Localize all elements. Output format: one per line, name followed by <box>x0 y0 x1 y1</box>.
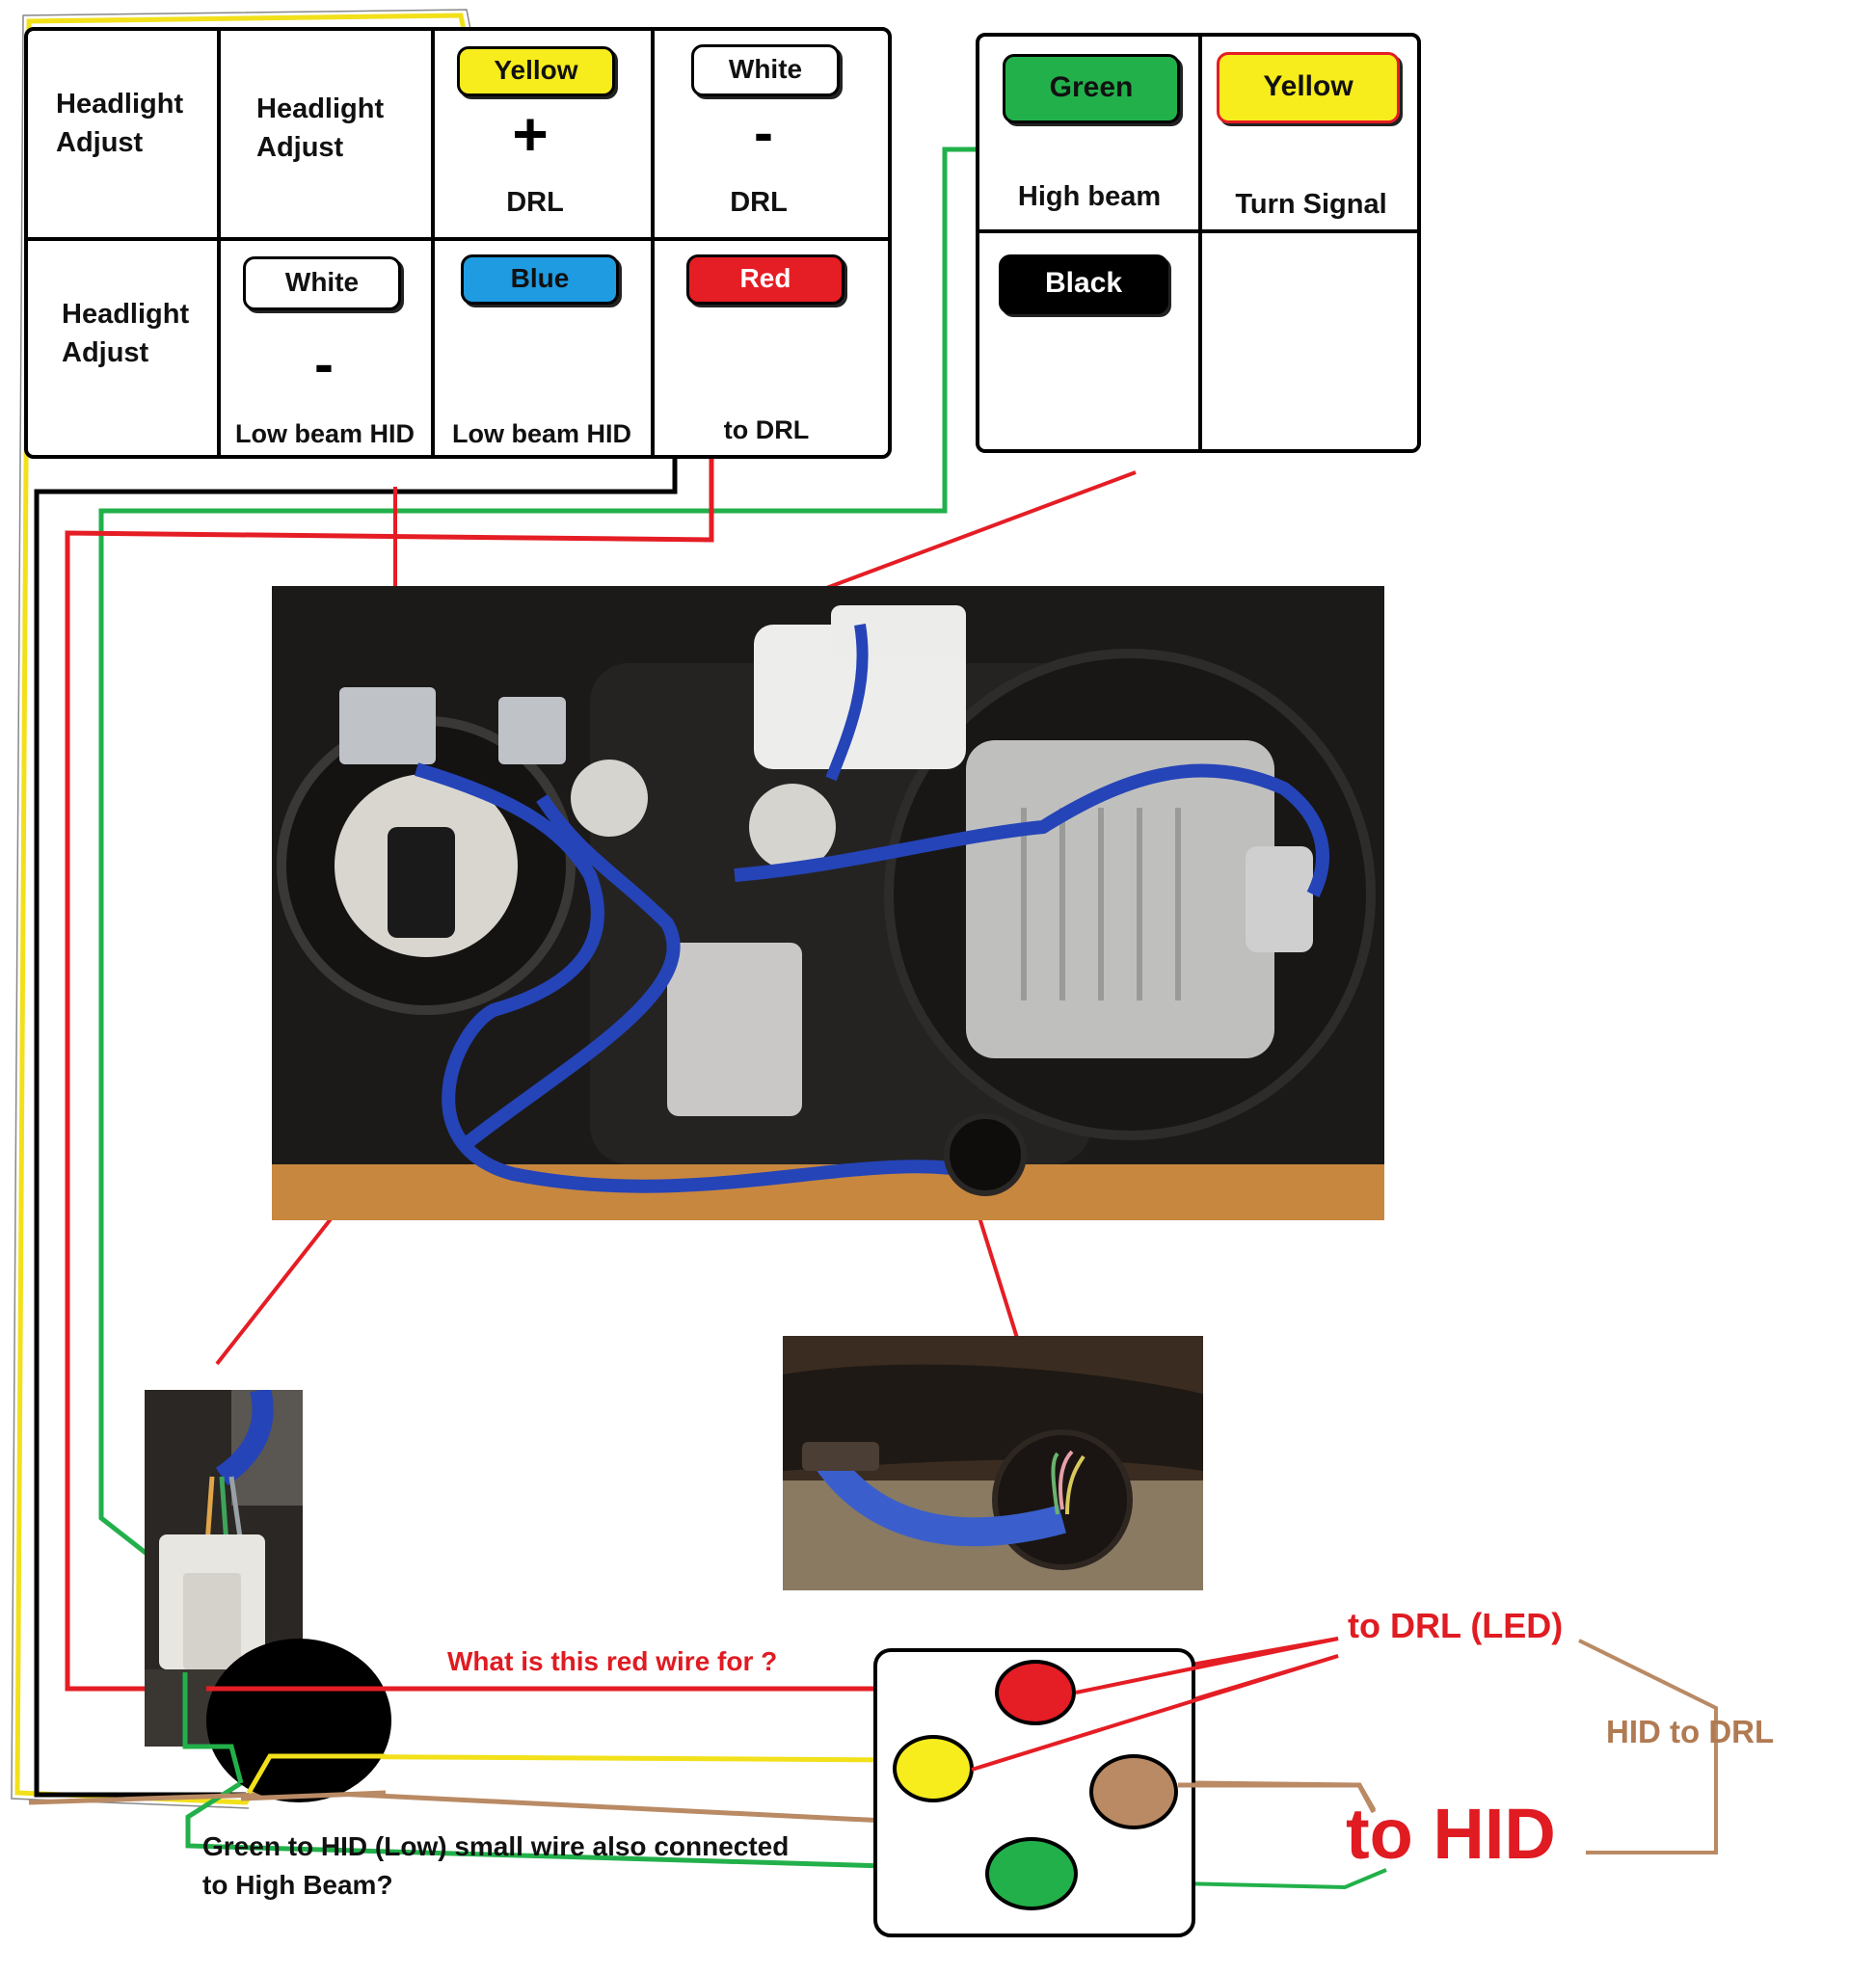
low-beam-hid-label-1: Low beam HID <box>234 419 415 448</box>
minus-sign-2: - <box>314 332 334 396</box>
to-hid-label: to HID <box>1346 1794 1556 1874</box>
headlight-adjust-label-2: Headlight Adjust <box>256 93 385 163</box>
yellow-wire-pill: Yellow <box>457 46 615 96</box>
plus-sign: + <box>512 99 549 169</box>
headlight-housing-photo <box>272 586 1384 1220</box>
green-terminal <box>985 1837 1078 1910</box>
drl-label-1: DRL <box>506 187 564 218</box>
brown-terminal <box>1089 1754 1178 1829</box>
left-table-row-divider <box>26 237 890 241</box>
minus-sign-1: - <box>754 100 773 165</box>
right-table-divider <box>1198 35 1202 451</box>
left-table-divider-2 <box>431 29 435 457</box>
low-beam-hid-label-2: Low beam HID <box>451 419 632 448</box>
green-note-line-1: Green to HID (Low) small wire also conne… <box>202 1831 790 1861</box>
yellow-turn-signal-pill: Yellow <box>1217 52 1400 123</box>
left-table-divider-3 <box>651 29 655 457</box>
headlight-adjust-label-1: Headlight Adjust <box>56 89 184 158</box>
to-drl-led-label: to DRL (LED) <box>1348 1606 1564 1645</box>
left-connector-table <box>24 27 892 459</box>
yellow-terminal <box>893 1735 974 1802</box>
blue-wire-pill: Blue <box>461 254 619 305</box>
white-wire-pill-top: White <box>691 44 840 96</box>
red-terminal <box>995 1660 1076 1725</box>
grommet-closeup-photo <box>783 1336 1203 1590</box>
left-table-divider-1 <box>217 29 221 457</box>
green-wire-pill: Green <box>1003 54 1180 123</box>
high-beam-label: High beam <box>1017 181 1162 212</box>
hid-to-drl-label: HID to DRL <box>1606 1714 1775 1749</box>
green-note-line-2: to High Beam? <box>202 1870 393 1900</box>
right-table-row-divider <box>978 229 1419 233</box>
brown-hid-to-drl <box>1578 1639 1718 1854</box>
drl-label-2: DRL <box>730 187 788 218</box>
black-wire-pill: Black <box>999 254 1168 314</box>
to-drl-label: to DRL <box>723 415 810 444</box>
red-wire-question-label: What is this red wire for ? <box>447 1646 778 1676</box>
red-wire-pill: Red <box>686 254 844 305</box>
turn-signal-label: Turn Signal <box>1235 189 1387 220</box>
white-wire-pill-bottom: White <box>243 256 401 310</box>
headlight-adjust-label-3: Headlight Adjust <box>62 299 190 368</box>
